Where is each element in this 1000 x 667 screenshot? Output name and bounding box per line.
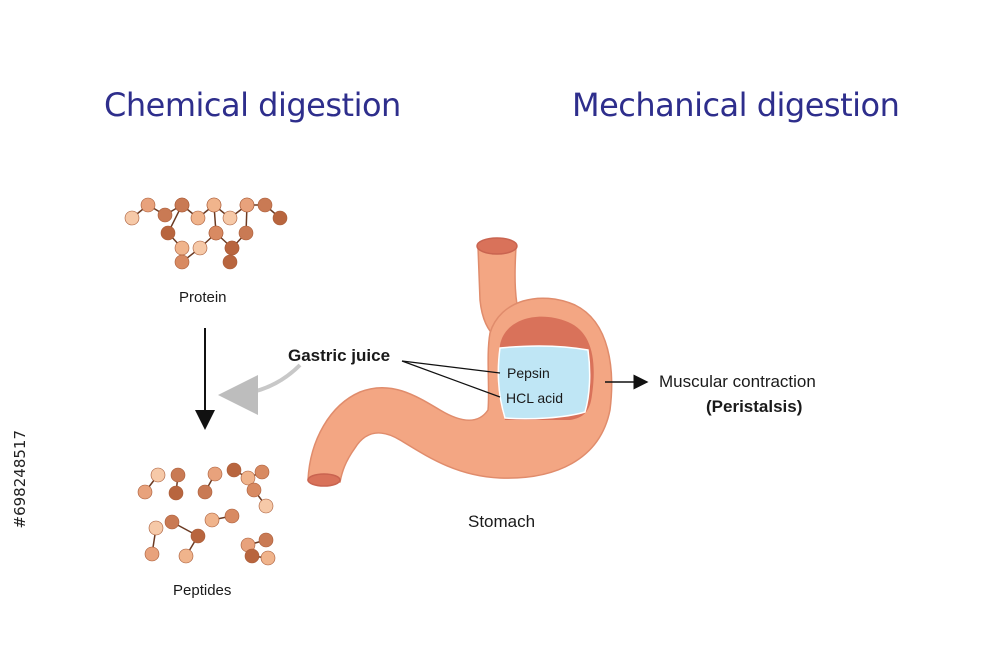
- amino-acid-bead: [170, 467, 186, 483]
- peptides-molecules: [137, 462, 276, 566]
- muscular-contraction-label: Muscular contraction: [659, 372, 816, 391]
- amino-acid-bead: [258, 532, 274, 548]
- mechanical-digestion-heading: Mechanical digestion: [572, 86, 900, 124]
- amino-acid-bead: [207, 466, 223, 482]
- amino-acid-bead: [224, 240, 240, 256]
- amino-acid-bead: [137, 484, 153, 500]
- amino-acid-bead: [150, 467, 166, 483]
- amino-acid-bead: [226, 462, 242, 478]
- amino-acid-bead: [168, 485, 184, 501]
- amino-acid-bead: [157, 207, 173, 223]
- amino-acid-bead: [222, 254, 238, 270]
- amino-acid-bead: [238, 225, 254, 241]
- protein-molecule: [124, 197, 288, 270]
- amino-acid-bead: [190, 210, 206, 226]
- gastric-juice-arrow: [218, 363, 302, 415]
- amino-acid-bead: [222, 210, 238, 226]
- stock-id-watermark: #698248517: [11, 430, 29, 529]
- amino-acid-bead: [258, 498, 274, 514]
- gastric-juice-label: Gastric juice: [288, 346, 391, 365]
- amino-acid-bead: [190, 528, 206, 544]
- amino-acid-bead: [144, 546, 160, 562]
- amino-acid-bead: [272, 210, 288, 226]
- amino-acid-bead: [254, 464, 270, 480]
- amino-acid-bead: [204, 512, 220, 528]
- amino-acid-bead: [174, 254, 190, 270]
- amino-acid-bead: [260, 550, 276, 566]
- amino-acid-bead: [224, 508, 240, 524]
- amino-acid-bead: [178, 548, 194, 564]
- amino-acid-bead: [124, 210, 140, 226]
- amino-acid-bead: [174, 240, 190, 256]
- amino-acid-bead: [206, 197, 222, 213]
- chemical-digestion-heading: Chemical digestion: [104, 86, 401, 124]
- stomach-label: Stomach: [468, 512, 536, 531]
- amino-acid-bead: [246, 482, 262, 498]
- amino-acid-bead: [164, 514, 180, 530]
- amino-acid-bead: [140, 197, 156, 213]
- amino-acid-bead: [174, 197, 190, 213]
- amino-acid-bead: [244, 548, 260, 564]
- amino-acid-bead: [239, 197, 255, 213]
- hcl-pointer: [401, 360, 501, 398]
- protein-label: Protein: [179, 289, 227, 306]
- amino-acid-bead: [192, 240, 208, 256]
- amino-acid-bead: [197, 484, 213, 500]
- amino-acid-bead: [208, 225, 224, 241]
- amino-acid-bead: [240, 470, 256, 486]
- pepsin-label: Pepsin: [507, 365, 550, 381]
- pepsin-pointer: [401, 360, 501, 374]
- peristalsis-label: (Peristalsis): [706, 397, 803, 416]
- amino-acid-bead: [257, 197, 273, 213]
- peptides-label: Peptides: [173, 582, 232, 599]
- hcl-acid-label: HCL acid: [506, 390, 564, 406]
- amino-acid-bead: [148, 520, 164, 536]
- stomach-illustration: [307, 237, 613, 487]
- amino-acid-bead: [160, 225, 176, 241]
